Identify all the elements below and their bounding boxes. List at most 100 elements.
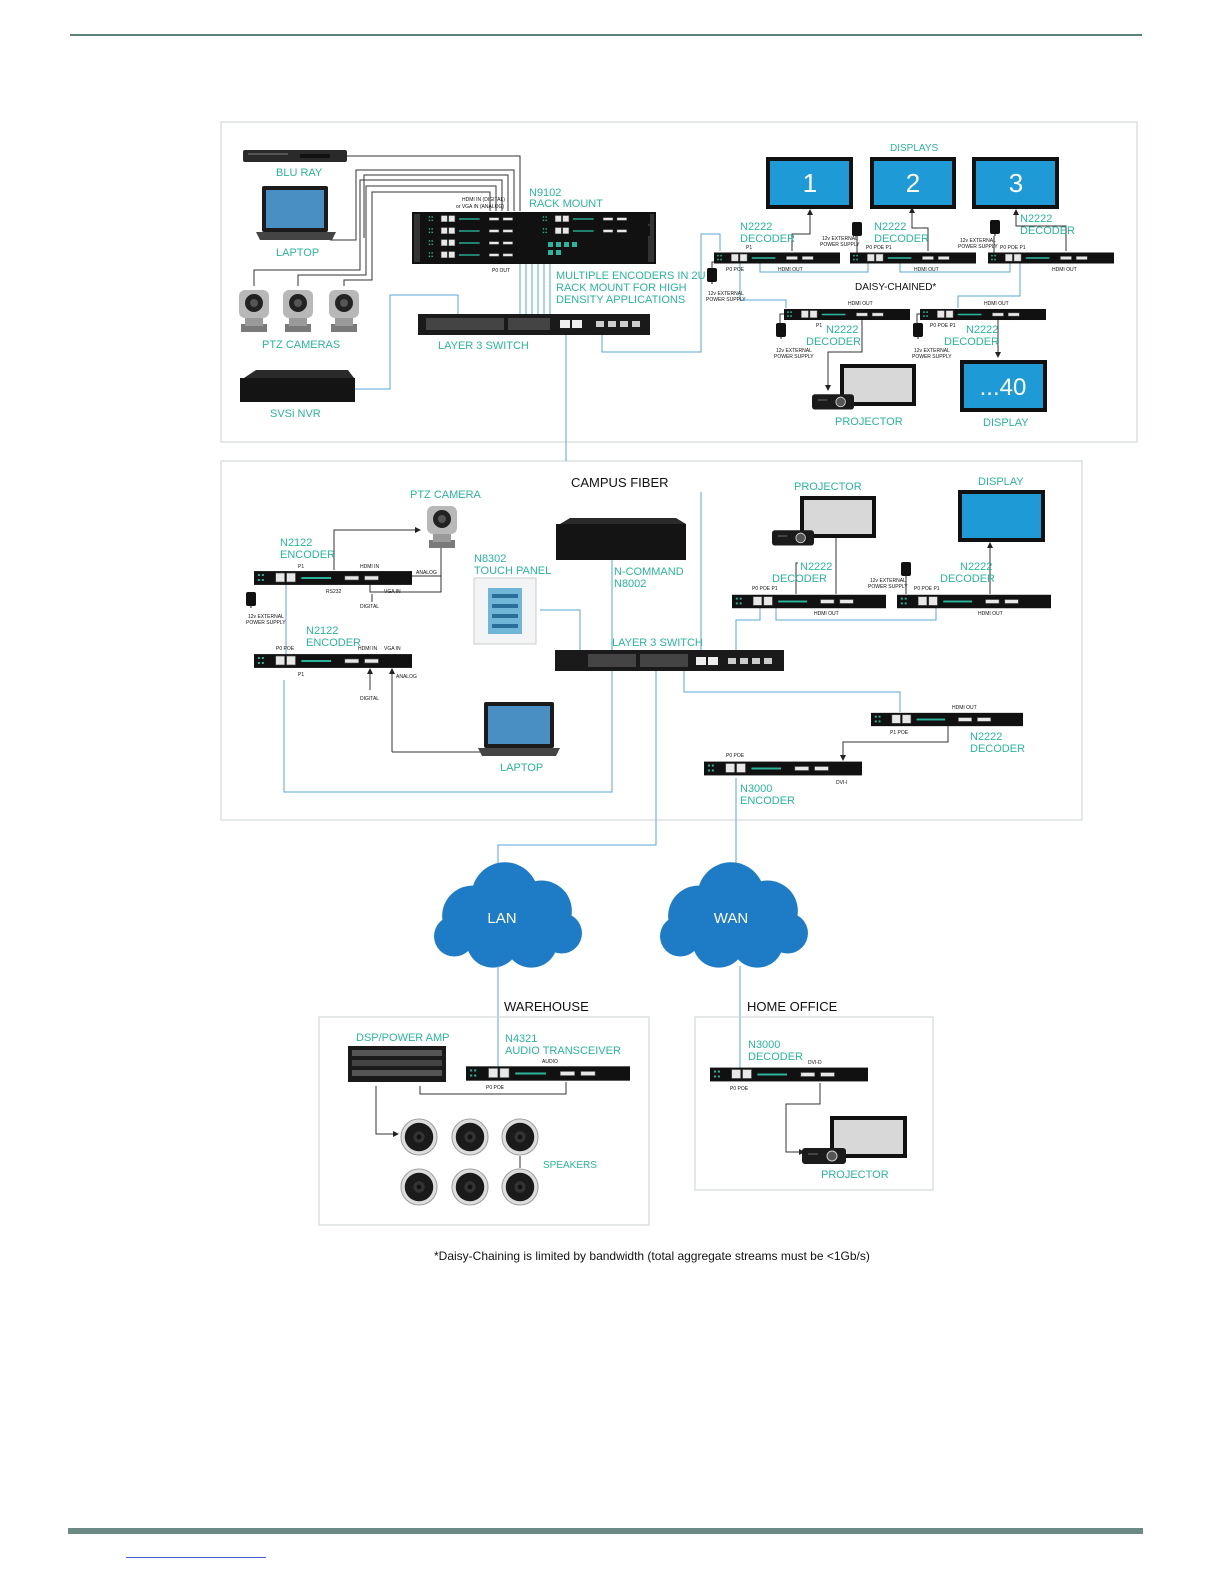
label-digital: DIGITAL: [360, 604, 379, 610]
svg-text:...40: ...40: [980, 374, 1027, 401]
speaker-icon: [501, 1168, 539, 1206]
n2122-encoder-1: [254, 570, 412, 586]
label-lan: LAN: [487, 910, 516, 927]
power-supply-icon: [776, 323, 786, 339]
n8302-touch-panel: [473, 577, 537, 645]
label-power-supply: POWER SUPPLY: [958, 244, 998, 250]
label-n4321: N4321: [505, 1033, 537, 1045]
label-density-applications: DENSITY APPLICATIONS: [556, 294, 685, 306]
dsp-power-amp-device: [348, 1046, 446, 1082]
audio-link: [419, 1082, 567, 1095]
n-command-device: [556, 518, 686, 560]
label-n2222: N2222: [960, 561, 992, 573]
n2222-decoder-4: [784, 308, 910, 321]
label-hdmi-out: HDMI OUT: [984, 301, 1009, 307]
label-p0-poe-p1: P0 POE P1: [866, 245, 892, 251]
label-vga-in: VGA IN: [384, 589, 401, 595]
label-n2222: N2222: [740, 221, 772, 233]
n2122-encoder-2: [254, 653, 412, 669]
label-n2222: N2222: [966, 324, 998, 336]
label-daisy-chained: DAISY-CHAINED*: [855, 282, 936, 293]
label-power-supply: POWER SUPPLY: [774, 354, 814, 360]
label-n9102: N9102: [529, 187, 561, 199]
n2222-decoder-2: [850, 251, 976, 265]
label-n3000: N3000: [748, 1039, 780, 1051]
label-ext-power: 12v EXTERNAL: [822, 236, 858, 242]
label-decoder: DECODER: [772, 573, 827, 585]
label-dvi-i: DVI-I: [836, 780, 847, 786]
home-office-frame: [694, 1016, 934, 1191]
label-n2222: N2222: [970, 731, 1002, 743]
label-power-supply: POWER SUPPLY: [868, 584, 908, 590]
projector-link: [785, 1083, 821, 1155]
label-p1: P1: [816, 323, 822, 329]
power-supply-icon: [990, 220, 1000, 236]
label-ext-power: 12v EXTERNAL: [960, 238, 996, 244]
n2222-decoder-5: [920, 308, 1046, 321]
label-rack-mount: RACK MOUNT: [529, 198, 603, 210]
footer-rule: [68, 1528, 1143, 1534]
middle-connections: [283, 442, 993, 880]
label-n8002: N8002: [614, 578, 646, 590]
label-projector: PROJECTOR: [794, 481, 862, 493]
label-display: DISPLAY: [978, 476, 1024, 488]
label-ext-power: 12v EXTERNAL: [914, 348, 950, 354]
header-rule: [70, 34, 1142, 36]
n9102-rack-mount: [412, 212, 656, 264]
speaker-icon: [400, 1118, 438, 1156]
label-audio: AUDIO: [542, 1059, 558, 1065]
label-n3000: N3000: [740, 783, 772, 795]
label-laptop: LAPTOP: [276, 247, 319, 259]
n3000-encoder: [704, 760, 862, 777]
label-multiple-encoders: MULTIPLE ENCODERS IN 2U: [556, 270, 706, 282]
label-ext-power: 12v EXTERNAL: [776, 348, 812, 354]
speaker-icon: [501, 1118, 539, 1156]
n2222-decoder-1: [714, 251, 840, 265]
ptz-camera-icon: [329, 290, 359, 332]
warehouse-frame: [318, 1016, 650, 1226]
label-audio-transceiver: AUDIO TRANSCEIVER: [505, 1045, 621, 1057]
label-p0-poe: P0 POE: [276, 646, 295, 652]
label-p0-poe: P0 POE: [730, 1086, 749, 1092]
label-hdmi-out: HDMI OUT: [814, 611, 839, 617]
display-screen: [958, 490, 1045, 542]
speaker-icon: [451, 1118, 489, 1156]
power-supply-icon: [246, 592, 256, 608]
label-n2222: N2222: [800, 561, 832, 573]
label-p0-poe-p1: P0 POE P1: [1000, 245, 1026, 251]
label-display: DISPLAY: [983, 417, 1029, 429]
label-hdmi-out: HDMI OUT: [1052, 267, 1077, 273]
n4321-audio-transceiver: [466, 1065, 630, 1082]
power-supply-icon: [913, 323, 923, 339]
label-power-supply: POWER SUPPLY: [706, 297, 746, 303]
label-hdmi-out: HDMI OUT: [978, 611, 1003, 617]
label-warehouse: WAREHOUSE: [504, 999, 589, 1014]
n2222-decoder-middle-1: [732, 594, 886, 609]
label-vga-in-analog: or VGA IN (ANALOG): [456, 204, 504, 210]
footer-link[interactable]: [126, 1557, 266, 1558]
laptop-icon: [478, 702, 560, 756]
label-n2122: N2122: [306, 625, 338, 637]
top-section-frame: [220, 121, 1138, 443]
label-n-command: N-COMMAND: [614, 566, 684, 578]
label-projector: PROJECTOR: [821, 1169, 889, 1181]
label-p0-poe-p1: P0 POE P1: [930, 323, 956, 329]
label-hdmi-out: HDMI OUT: [778, 267, 803, 273]
n2222-decoder-middle-3: [871, 712, 1023, 727]
label-ext-power: 12v EXTERNAL: [870, 578, 906, 584]
label-ext-power: 12v EXTERNAL: [248, 614, 284, 620]
speaker-link: [375, 1086, 399, 1137]
label-encoder: ENCODER: [740, 795, 795, 807]
label-decoder: DECODER: [1020, 225, 1075, 237]
label-decoder: DECODER: [940, 573, 995, 585]
label-power-supply: POWER SUPPLY: [912, 354, 952, 360]
projector-icon: [772, 529, 814, 546]
svg-text:2: 2: [906, 168, 920, 198]
label-hdmi-out: HDMI OUT: [952, 705, 977, 711]
n3000-decoder: [710, 1066, 868, 1083]
label-encoder: ENCODER: [280, 549, 335, 561]
label-p1-poe: P1 POE: [890, 730, 909, 736]
power-supply-icon: [707, 268, 717, 284]
label-p0-poe: P0 POE: [726, 267, 745, 273]
label-power-supply: POWER SUPPLY: [246, 620, 286, 626]
